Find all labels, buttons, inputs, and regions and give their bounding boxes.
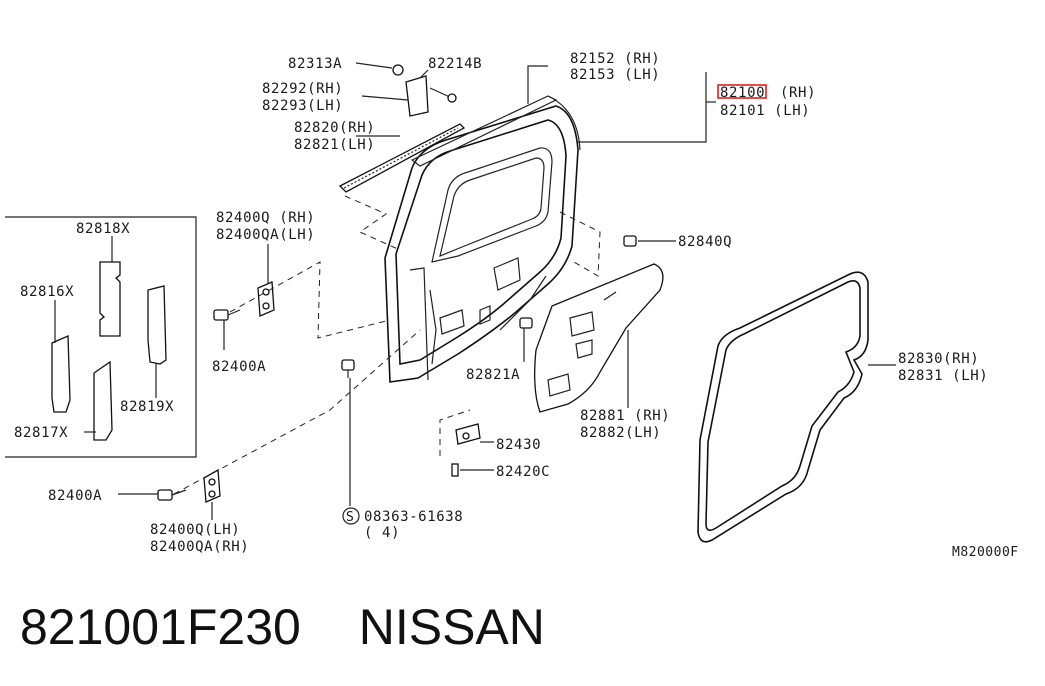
label-82819X: 82819X: [120, 399, 174, 415]
label-82293: 82293(LH): [262, 98, 343, 114]
label-08363: 08363-61638: [364, 509, 463, 525]
upper-hinge-82400Q: [257, 281, 275, 317]
label-82101: 82101 (LH): [720, 103, 810, 119]
label-82292: 82292(RH): [262, 81, 343, 97]
door-sash-frame: [410, 95, 581, 167]
bracket-82292: [392, 64, 457, 117]
label-82831: 82831 (LH): [898, 368, 988, 384]
label-82420C: 82420C: [496, 464, 550, 480]
leader-lines: [118, 62, 896, 520]
label-82152: 82152 (RH): [570, 51, 660, 67]
label-82430: 82430: [496, 437, 541, 453]
outer-weatherstrip-82820: [338, 123, 466, 193]
lower-hinge-82400Q: [203, 468, 221, 503]
label-82400QA: 82400QA(LH): [216, 227, 315, 243]
label-82313A: 82313A: [288, 56, 342, 72]
label-82400A-lower: 82400A: [48, 488, 102, 504]
highlight-82100: [717, 84, 767, 99]
label-82881: 82881 (RH): [580, 408, 670, 424]
label-82821: 82821(LH): [294, 137, 375, 153]
door-weatherstrip-82830: [697, 271, 869, 543]
sealing-screen-82881: [534, 263, 664, 413]
label-82840Q: 82840Q: [678, 234, 732, 250]
screw-symbol-label: S: [342, 507, 360, 525]
screw-08363: [341, 359, 355, 378]
pad-82818X: [99, 236, 121, 337]
caption-brand: NISSAN: [358, 599, 545, 655]
label-82400Q: 82400Q (RH): [216, 210, 315, 226]
label-08363-qty: ( 4): [364, 525, 400, 541]
door-parts-diagram: 82313A 82214B 82292(RH) 82293(LH) 82152 …: [5, 51, 1019, 560]
label-82400Q-lh: 82400Q(LH): [150, 522, 240, 538]
label-82400A-upper: 82400A: [212, 359, 266, 375]
label-82821A: 82821A: [466, 367, 520, 383]
clip-82821A: [519, 317, 533, 329]
label-82882: 82882(LH): [580, 425, 661, 441]
label-82100-side: (RH): [780, 85, 816, 101]
clip-82840Q: [623, 235, 637, 247]
clip-82313A: [392, 64, 404, 76]
figure-code: M820000F: [952, 545, 1019, 560]
label-82820: 82820(RH): [294, 120, 375, 136]
screw-symbol: S: [346, 510, 354, 525]
pad-82816X: [51, 300, 71, 413]
label-82100: 82100: [720, 85, 765, 101]
label-82214B: 82214B: [428, 56, 482, 72]
bolt-82400A-upper: [213, 309, 241, 321]
label-82400QA-rh: 82400QA(RH): [150, 539, 249, 555]
caption-part-number: 821001F230: [20, 599, 301, 655]
pad-82819X: [147, 285, 167, 398]
label-82816X: 82816X: [20, 284, 74, 300]
door-check-82430: [455, 423, 481, 445]
caption: 821001F230 NISSAN: [20, 598, 545, 656]
bolt-82400A-lower: [157, 489, 187, 501]
bolt-82214B: [447, 93, 457, 103]
label-82830: 82830(RH): [898, 351, 979, 367]
insulator-inset-box: [5, 216, 197, 458]
label-82153: 82153 (LH): [570, 67, 660, 83]
pin-82420C: [451, 463, 459, 477]
label-82817X: 82817X: [14, 425, 68, 441]
pad-82817X: [84, 360, 113, 441]
label-82818X: 82818X: [76, 221, 130, 237]
